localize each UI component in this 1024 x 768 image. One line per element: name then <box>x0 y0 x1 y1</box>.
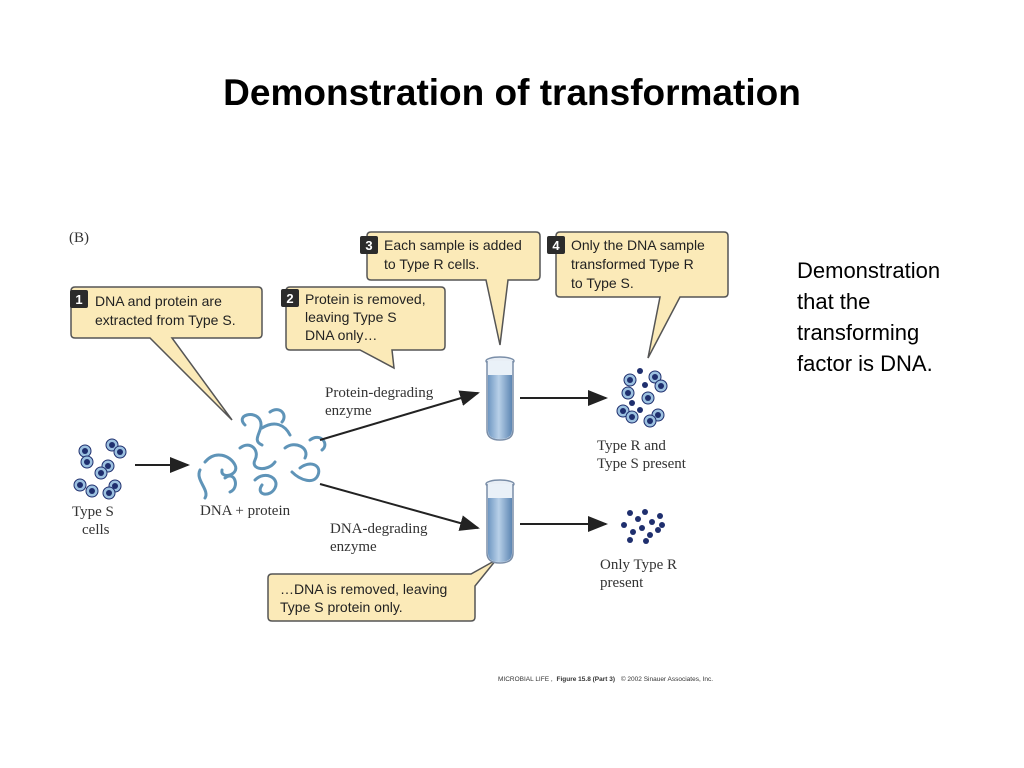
credit-source: MICROBIAL LIFE , <box>498 676 553 683</box>
callout-step-4: 4 Only the DNA sample transformed Type R… <box>547 231 729 359</box>
dna-enzyme-label: enzyme <box>330 539 377 555</box>
step-1-text-line: extracted from Type S. <box>95 312 236 328</box>
bottom-callout-line: …DNA is removed, leaving <box>280 581 447 597</box>
step-2-number: 2 <box>286 291 293 306</box>
test-tube-protein-degraded <box>485 356 515 441</box>
type-s-label: cells <box>82 522 110 538</box>
arrow-to-dna-tube <box>319 483 480 531</box>
step-1-number: 1 <box>75 292 82 307</box>
side-caption-line: factor is DNA. <box>797 351 933 376</box>
credit-copyright: © 2002 Sinauer Associates, Inc. <box>621 675 713 683</box>
step-2-text-line: Protein is removed, <box>305 291 426 307</box>
step-4-number: 4 <box>552 238 560 253</box>
callout-step-2: 2 Protein is removed, leaving Type S DNA… <box>281 286 446 370</box>
dna-enzyme-label: DNA-degrading <box>330 521 428 537</box>
protein-enzyme-label: Protein-degrading <box>325 385 434 401</box>
test-tube-dna-degraded <box>485 479 515 564</box>
step-4-text-line: transformed Type R <box>571 256 694 272</box>
step-3-number: 3 <box>365 238 372 253</box>
result-bottom-label: Only Type R <box>600 557 677 573</box>
type-s-label: Type S <box>72 504 114 520</box>
callout-step-1: 1 DNA and protein are extracted from Typ… <box>70 286 263 421</box>
result-mixed-cells <box>616 368 668 428</box>
protein-enzyme-label: enzyme <box>325 403 372 419</box>
side-caption: Demonstration that the transforming fact… <box>797 255 987 379</box>
result-bottom-label: present <box>600 575 644 591</box>
step-3-badge <box>360 236 378 254</box>
step-4-badge <box>547 236 565 254</box>
side-caption-line: Demonstration <box>797 258 941 283</box>
slide-title: Demonstration of transformation <box>223 72 801 113</box>
side-caption-line: that the <box>797 289 871 314</box>
step-2-badge <box>281 289 299 307</box>
result-top-label: Type S present <box>597 456 687 472</box>
panel-label: (B) <box>69 230 89 246</box>
result-top-label: Type R and <box>597 438 666 454</box>
step-1-badge <box>70 290 88 308</box>
bottom-callout-line: Type S protein only. <box>280 599 403 615</box>
arrow-to-protein-tube <box>319 390 480 441</box>
callout-step-3: 3 Each sample is added to Type R cells. <box>360 231 541 346</box>
step-4-text-line: Only the DNA sample <box>571 237 705 253</box>
step-4-text-line: to Type S. <box>571 275 634 291</box>
step-3-text-line: Each sample is added <box>384 237 522 253</box>
dna-protein-label: DNA + protein <box>200 503 291 519</box>
figure-credit: MICROBIAL LIFE , Figure 15.8 (Part 3) © … <box>498 675 713 683</box>
side-caption-line: transforming <box>797 320 920 345</box>
step-2-text-line: leaving Type S <box>305 309 397 325</box>
step-3-text-line: to Type R cells. <box>384 256 479 272</box>
credit-figure: Figure 15.8 (Part 3) <box>556 676 615 683</box>
step-2-text-line: DNA only… <box>305 327 377 343</box>
dna-protein-strands <box>197 408 327 500</box>
type-s-cells-cluster <box>73 438 127 500</box>
step-1-text-line: DNA and protein are <box>95 293 222 309</box>
result-type-r-cells <box>621 509 665 544</box>
callout-dna-removed: …DNA is removed, leaving Type S protein … <box>267 559 497 622</box>
